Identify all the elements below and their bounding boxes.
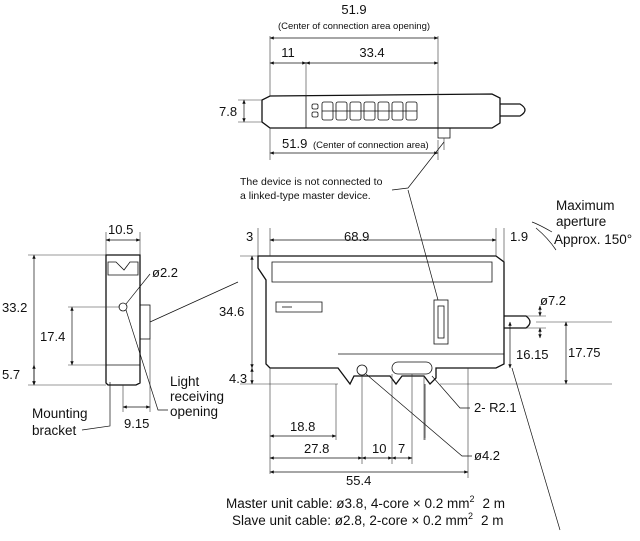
front-right-off-dim: 1.9 [510,229,528,244]
master-cable-note: Master unit cable: ø3.8, 4-core × 0.2 mm… [226,494,505,511]
front-d5-dim: 55.4 [346,473,371,488]
digit-display [311,101,418,121]
slave-cable-sup: 2 [468,511,473,521]
opening-label-1: Light [170,374,200,389]
front-view-body [257,255,505,386]
front-slot-dim: 2- R2.1 [474,400,517,415]
slave-cable-length: 2 m [481,513,504,528]
bracket-label-1: Mounting [32,406,88,421]
front-height-dim: 34.6 [219,304,244,319]
side-bottom-off-dim: 5.7 [2,367,20,382]
top-bottom-note: (Center of connection area) [313,140,429,151]
top-mid-seg-dim: 33.4 [359,45,384,60]
front-d2-dim: 27.8 [304,441,329,456]
master-cable-length: 2 m [483,496,506,511]
front-cable-center-dim: 16.15 [516,347,549,362]
front-view: 3 68.9 1.9 34.6 4.3 ø7.2 17.75 16.15 2- … [219,228,612,531]
side-hole [118,302,128,312]
aperture-note: Maximum aperture Approx. 150° [531,198,632,251]
top-view-body [261,93,501,129]
front-d3-dim: 10 [372,441,386,456]
front-d1-dim: 18.8 [290,419,315,434]
connector [433,299,449,345]
callout-line-1: The device is not connected to [240,176,383,188]
aperture-line-2: aperture [556,214,606,229]
side-opening-h-dim: 17.4 [40,329,65,344]
slave-cable-note: Slave unit cable: ø2.8, 2-core × 0.2 mm2… [232,511,504,528]
callout-note: The device is not connected to a linked-… [240,141,445,301]
side-width-dim: 10.5 [108,222,133,237]
front-length-dim: 68.9 [344,229,369,244]
side-view-body [105,254,141,386]
front-hole-dim: ø4.2 [474,448,500,463]
front-slot [391,361,433,375]
callout-line-2: a linked-type master device. [240,190,371,202]
bracket-label-2: bracket [32,423,77,438]
top-view: 51.9 (Center of connection area opening)… [219,2,526,160]
cable-notes: Master unit cable: ø3.8, 4-core × 0.2 mm… [226,494,505,528]
top-height-dim: 7.8 [219,104,237,119]
aperture-line-1: Maximum [556,198,615,213]
top-left-seg-dim: 11 [281,45,295,60]
slave-cable-text: Slave unit cable: ø2.8, 2-core × 0.2 mm [232,513,468,528]
opening-label-2: receiving [170,389,224,404]
side-hole-dim: ø2.2 [152,265,178,280]
top-overall-note: (Center of connection area opening) [278,21,430,32]
aperture-line-3: Approx. 150° [554,232,632,247]
master-cable-text: Master unit cable: ø3.8, 4-core × 0.2 mm [226,496,469,511]
side-view: 10.5 ø2.2 33.2 17.4 5.7 9.15 Mounting br… [2,222,239,438]
master-cable-sup: 2 [469,494,474,504]
front-d4-dim: 7 [398,441,405,456]
front-cable-dia-dim: ø7.2 [540,293,566,308]
opening-label-3: opening [170,404,218,419]
side-depth-dim: 9.15 [124,416,149,431]
side-height-dim: 33.2 [2,300,27,315]
front-base-h-dim: 4.3 [229,371,247,386]
front-left-off-dim: 3 [246,229,253,244]
front-cable-height-dim: 17.75 [568,345,601,360]
top-bottom-overall-dim: 51.9 [282,136,307,151]
top-overall-dim: 51.9 [341,2,366,17]
front-hole [356,364,368,376]
